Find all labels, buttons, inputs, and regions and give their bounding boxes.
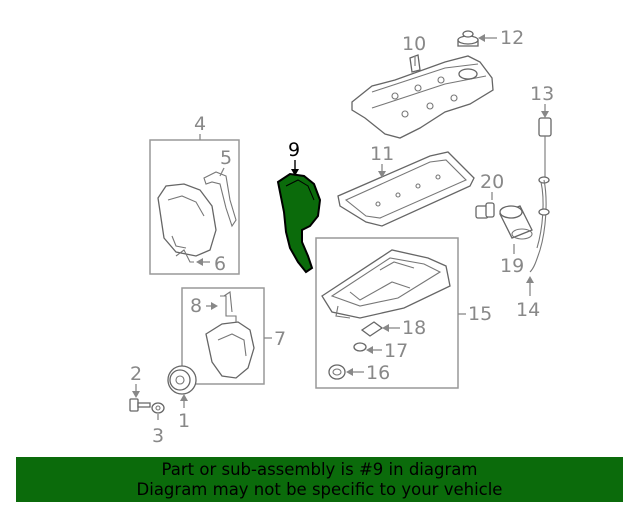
callout-10: 10 xyxy=(402,33,426,66)
svg-text:13: 13 xyxy=(530,83,554,105)
callout-19: 19 xyxy=(500,244,524,277)
part-18 xyxy=(360,321,384,337)
callout-2: 2 xyxy=(130,363,142,398)
svg-text:7: 7 xyxy=(274,328,286,350)
part-5-gasket xyxy=(203,171,237,228)
svg-text:17: 17 xyxy=(384,340,408,362)
part-15-oil-pan xyxy=(321,249,451,319)
callout-17: 17 xyxy=(366,340,408,362)
part-8-bracket xyxy=(220,291,237,322)
part-7-lower-cover xyxy=(205,321,255,379)
callout-11: 11 xyxy=(370,143,394,178)
part-15-box xyxy=(315,237,459,389)
part-16-drain-plug xyxy=(328,364,346,380)
part-10-valve-cover xyxy=(351,54,494,139)
svg-text:2: 2 xyxy=(130,363,142,385)
part-12-filler-cap xyxy=(457,30,479,47)
svg-text:9: 9 xyxy=(288,139,300,161)
callout-14: 14 xyxy=(516,276,540,321)
banner-line-2: Diagram may not be specific to your vehi… xyxy=(136,479,503,499)
svg-text:18: 18 xyxy=(402,317,426,339)
svg-text:15: 15 xyxy=(468,303,492,325)
svg-text:14: 14 xyxy=(516,299,540,321)
callout-5: 5 xyxy=(219,147,232,177)
svg-text:19: 19 xyxy=(500,255,524,277)
svg-text:3: 3 xyxy=(152,425,164,447)
svg-text:16: 16 xyxy=(366,362,390,384)
callout-6: 6 xyxy=(196,253,226,275)
part-17-washer xyxy=(353,342,367,352)
part-9-highlighted-gasket[interactable] xyxy=(276,172,322,274)
callout-15: 15 xyxy=(458,303,492,325)
svg-text:5: 5 xyxy=(220,147,232,169)
callout-12: 12 xyxy=(478,27,524,49)
svg-text:6: 6 xyxy=(214,253,226,275)
part-4-timing-cover xyxy=(157,183,217,257)
part-1-crank-pulley xyxy=(167,365,197,395)
part-13-dipstick xyxy=(538,117,552,180)
callout-16: 16 xyxy=(346,362,390,384)
svg-text:12: 12 xyxy=(500,27,524,49)
part-4-box xyxy=(149,139,240,275)
part-6-clip xyxy=(175,249,194,263)
callout-9: 9 xyxy=(288,139,300,176)
callout-8: 8 xyxy=(190,295,218,317)
svg-text:11: 11 xyxy=(370,143,394,165)
svg-text:20: 20 xyxy=(480,171,504,193)
svg-text:4: 4 xyxy=(194,113,206,135)
callout-3: 3 xyxy=(152,414,164,447)
part-2-bolt xyxy=(129,398,151,412)
part-3-washer xyxy=(151,402,165,414)
part-20-pressure-sensor xyxy=(475,202,495,219)
svg-text:8: 8 xyxy=(190,295,202,317)
callout-4: 4 xyxy=(194,113,206,140)
info-banner: Part or sub-assembly is #9 in diagram Di… xyxy=(16,457,623,502)
part-11-valve-cover-gasket xyxy=(337,151,475,227)
banner-line-1: Part or sub-assembly is #9 in diagram xyxy=(161,459,478,479)
callout-18: 18 xyxy=(382,317,426,339)
callout-7: 7 xyxy=(264,328,286,350)
callout-13: 13 xyxy=(530,83,554,118)
part-19-oil-filter xyxy=(499,205,533,240)
part-7-box xyxy=(181,287,265,385)
svg-text:1: 1 xyxy=(178,410,190,432)
svg-text:10: 10 xyxy=(402,33,426,55)
part-14-dipstick-tube xyxy=(529,176,550,273)
callout-20: 20 xyxy=(480,171,504,200)
callout-1: 1 xyxy=(178,394,190,432)
parts-diagram: 10 12 11 13 14 xyxy=(129,27,554,447)
